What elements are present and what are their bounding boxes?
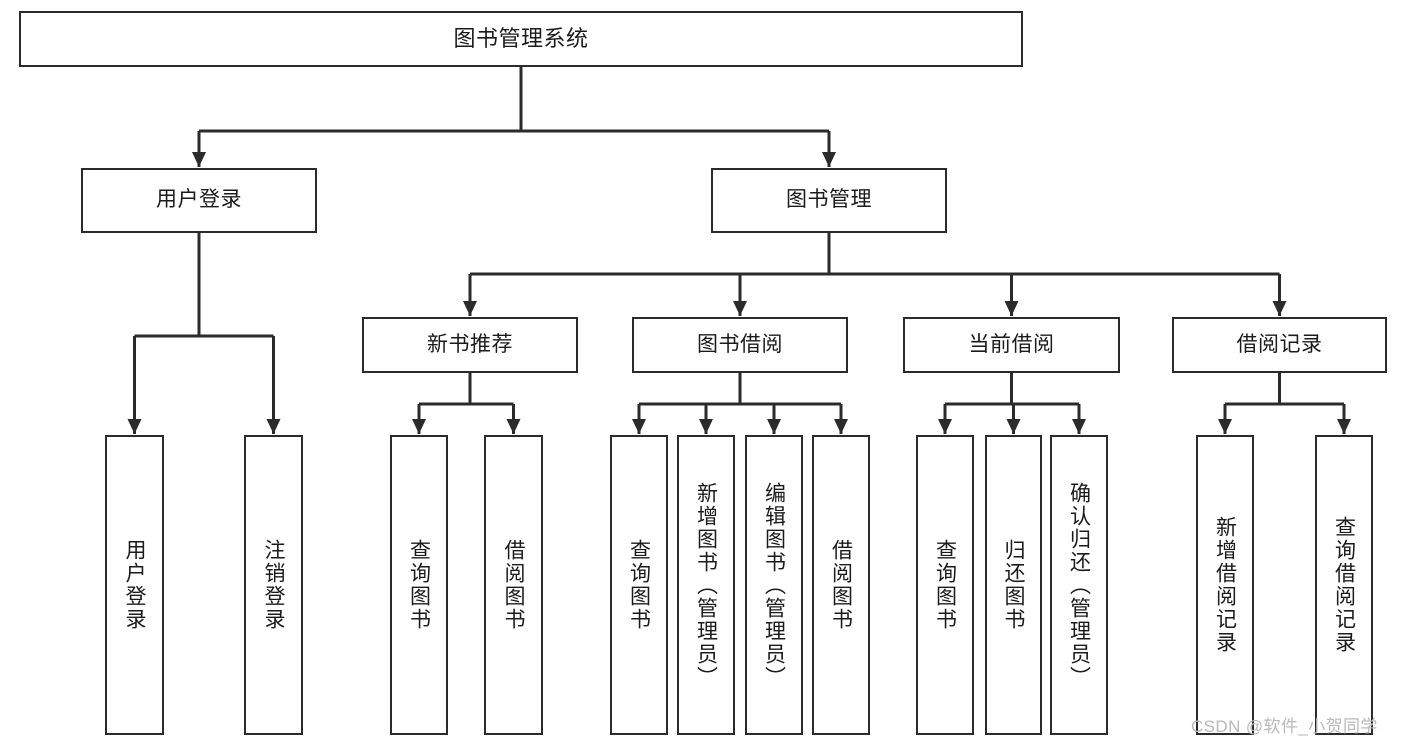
node-user-login[interactable]: 用户登录 — [81, 168, 317, 233]
book-management-to-level3-arrowhead-1 — [733, 301, 747, 316]
book-borrow-to-leaves-arrowhead-1 — [699, 419, 713, 434]
node-borrow-record[interactable]: 借阅记录 — [1172, 317, 1387, 373]
node-label: 查询图书 — [933, 539, 957, 631]
node-label: 借阅图书 — [502, 539, 525, 631]
node-label: 图书管理 — [786, 188, 872, 212]
current-borrow-to-leaves-arrowhead-0 — [938, 419, 952, 434]
node-label: 新增图书（管理员） — [694, 481, 718, 689]
node-label: 确认归还（管理员） — [1067, 481, 1091, 689]
node-label: 查询借阅记录 — [1332, 516, 1356, 654]
node-leaf-return-book[interactable]: 归还图书 — [985, 435, 1042, 735]
node-label: 归还图书 — [1002, 539, 1025, 631]
node-label: 编辑图书（管理员） — [762, 481, 786, 689]
user-login-to-leaves-arrowhead-1 — [266, 419, 281, 434]
node-leaf-logout[interactable]: 注销登录 — [244, 435, 303, 735]
node-label: 用户登录 — [123, 539, 146, 631]
node-leaf-user-login[interactable]: 用户登录 — [105, 435, 164, 735]
node-leaf-add-record[interactable]: 新增借阅记录 — [1196, 435, 1254, 735]
node-label: 借阅记录 — [1236, 332, 1323, 356]
node-leaf-confirm-return[interactable]: 确认归还（管理员） — [1050, 435, 1108, 735]
node-new-book-recommend[interactable]: 新书推荐 — [362, 317, 578, 373]
node-leaf-edit-book[interactable]: 编辑图书（管理员） — [745, 435, 803, 735]
book-borrow-to-leaves-arrowhead-3 — [834, 419, 848, 434]
node-label: 新增借阅记录 — [1213, 516, 1237, 654]
node-label: 借阅图书 — [829, 539, 853, 631]
book-borrow-to-leaves-arrowhead-0 — [632, 419, 646, 434]
node-label: 图书借阅 — [697, 332, 783, 356]
node-book-borrow[interactable]: 图书借阅 — [632, 317, 848, 373]
node-leaf-borrow-book-1[interactable]: 借阅图书 — [484, 435, 543, 735]
node-book-management[interactable]: 图书管理 — [711, 168, 947, 233]
node-leaf-query-book-1[interactable]: 查询图书 — [390, 435, 448, 735]
node-leaf-query-book-2[interactable]: 查询图书 — [610, 435, 668, 735]
root-to-level2-arrowhead-1 — [822, 152, 836, 167]
new-book-recommend-to-leaves-arrowhead-1 — [506, 419, 521, 434]
node-current-borrow[interactable]: 当前借阅 — [903, 317, 1120, 373]
node-label: 当前借阅 — [968, 332, 1055, 356]
book-management-to-level3-arrowhead-0 — [463, 301, 477, 316]
root-to-level2-arrowhead-0 — [192, 152, 206, 167]
borrow-record-to-leaves-arrowhead-1 — [1337, 419, 1351, 434]
node-leaf-query-record[interactable]: 查询借阅记录 — [1315, 435, 1373, 735]
node-label: 新书推荐 — [427, 332, 513, 356]
book-borrow-to-leaves-arrowhead-2 — [767, 419, 781, 434]
node-leaf-add-book[interactable]: 新增图书（管理员） — [677, 435, 735, 735]
node-label: 查询图书 — [627, 539, 651, 631]
node-label: 图书管理系统 — [453, 26, 589, 52]
new-book-recommend-to-leaves-arrowhead-0 — [412, 419, 426, 434]
watermark-label: CSDN @软件_小贺同学 — [1191, 717, 1378, 736]
node-label: 注销登录 — [262, 539, 285, 631]
node-leaf-query-book-3[interactable]: 查询图书 — [916, 435, 974, 735]
user-login-to-leaves-arrowhead-0 — [127, 419, 142, 434]
book-management-to-level3-arrowhead-2 — [1004, 301, 1019, 316]
borrow-record-to-leaves-arrowhead-0 — [1218, 419, 1232, 434]
node-leaf-borrow-book-2[interactable]: 借阅图书 — [812, 435, 870, 735]
node-label: 查询图书 — [407, 539, 431, 631]
current-borrow-to-leaves-arrowhead-1 — [1006, 419, 1021, 434]
current-borrow-to-leaves-arrowhead-2 — [1072, 419, 1086, 434]
node-label: 用户登录 — [156, 188, 242, 212]
node-root[interactable]: 图书管理系统 — [19, 11, 1023, 67]
book-management-to-level3-arrowhead-3 — [1272, 301, 1287, 316]
